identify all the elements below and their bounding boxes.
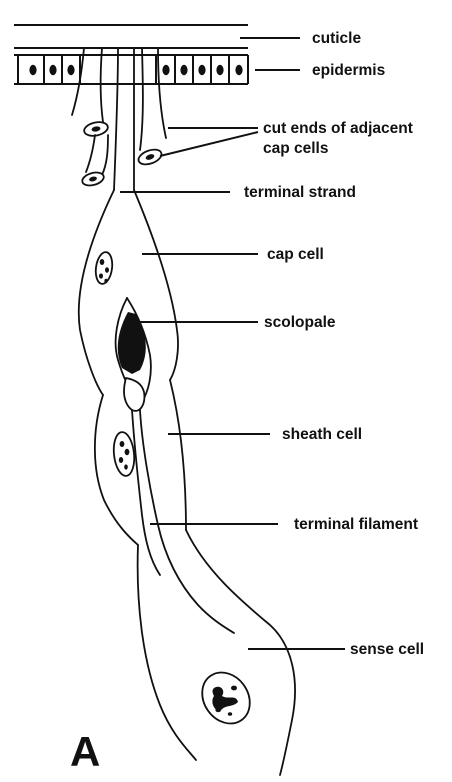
labels: cuticle epidermis cut ends of adjacent c… bbox=[70, 30, 424, 775]
label-sense-cell: sense cell bbox=[350, 641, 424, 658]
cuticle-layer bbox=[14, 25, 248, 48]
label-terminal-strand: terminal strand bbox=[244, 184, 356, 201]
label-cut-ends-line2: cap cells bbox=[263, 140, 329, 157]
label-sheath-cell: sheath cell bbox=[282, 426, 362, 443]
label-scolopale: scolopale bbox=[264, 314, 336, 331]
label-epidermis: epidermis bbox=[312, 62, 385, 79]
panel-letter: A bbox=[70, 728, 100, 775]
terminal-strand bbox=[114, 48, 134, 190]
label-cuticle: cuticle bbox=[312, 30, 361, 47]
terminal-filament bbox=[132, 410, 234, 633]
label-cut-ends-line1: cut ends of adjacent bbox=[263, 120, 413, 137]
cut-adjacent-cap-cells bbox=[72, 48, 166, 188]
epidermis-layer bbox=[14, 55, 248, 84]
label-terminal-filament: terminal filament bbox=[294, 516, 418, 533]
sense-cell bbox=[138, 530, 295, 775]
label-cap-cell: cap cell bbox=[267, 246, 324, 263]
scolopale bbox=[116, 298, 151, 411]
